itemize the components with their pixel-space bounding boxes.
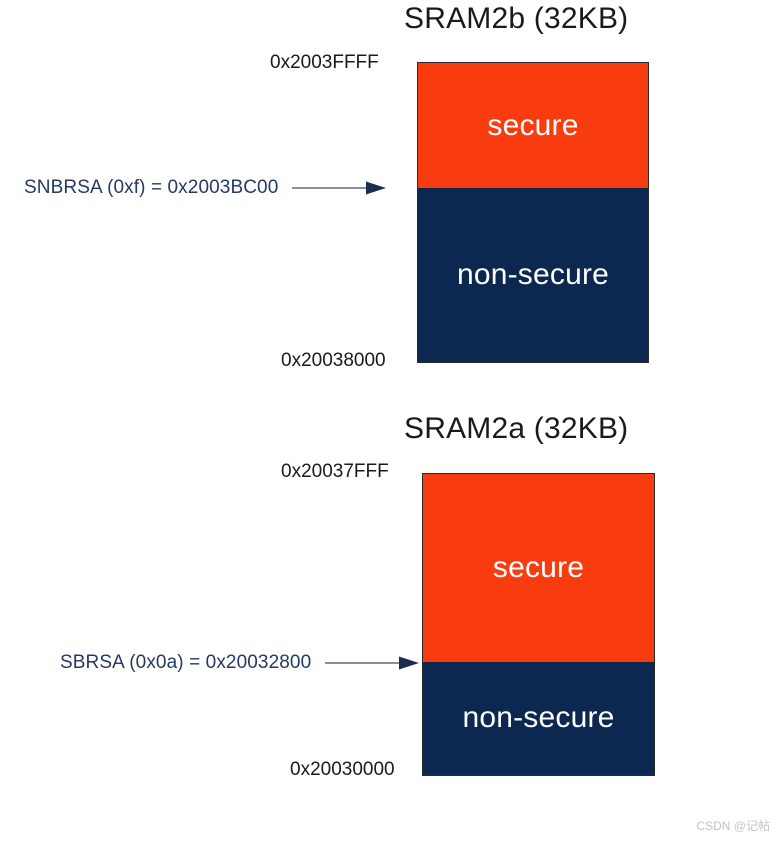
region-title-sram2b: SRAM2b (32KB) — [404, 2, 629, 35]
annotation-label-sbrsa: SBRSA (0x0a) = 0x20032800 — [60, 652, 312, 673]
address-label-sram2b-bottom: 0x20038000 — [281, 350, 386, 371]
memory-block-sram2b: secure non-secure — [417, 62, 649, 363]
memory-band-sram2b-secure: secure — [418, 63, 648, 189]
band-label-secure: secure — [487, 108, 579, 142]
band-label-non-secure: non-secure — [462, 701, 615, 735]
watermark: CSDN @记帖 — [696, 819, 770, 833]
band-label-non-secure: non-secure — [456, 258, 610, 292]
address-label-sram2a-bottom: 0x20030000 — [290, 759, 395, 780]
memory-block-sram2a: secure non-secure — [422, 473, 655, 776]
annotation-sbrsa: SBRSA (0x0a) = 0x20032800 — [60, 652, 421, 674]
annotation-label-snbrsa: SNBRSA (0xf) = 0x2003BC00 — [24, 177, 279, 198]
arrow-right-icon — [292, 180, 388, 196]
memory-band-sram2a-secure: secure — [423, 474, 654, 662]
memory-band-sram2b-non-secure: non-secure — [418, 188, 648, 362]
address-label-sram2b-top: 0x2003FFFF — [270, 52, 379, 73]
region-title-sram2a: SRAM2a (32KB) — [404, 412, 629, 445]
address-label-sram2a-top: 0x20037FFF — [281, 461, 389, 482]
annotation-snbrsa: SNBRSA (0xf) = 0x2003BC00 — [24, 177, 388, 199]
band-label-secure: secure — [492, 550, 585, 584]
arrow-right-icon — [325, 655, 421, 671]
memory-band-sram2a-non-secure: non-secure — [423, 661, 654, 775]
